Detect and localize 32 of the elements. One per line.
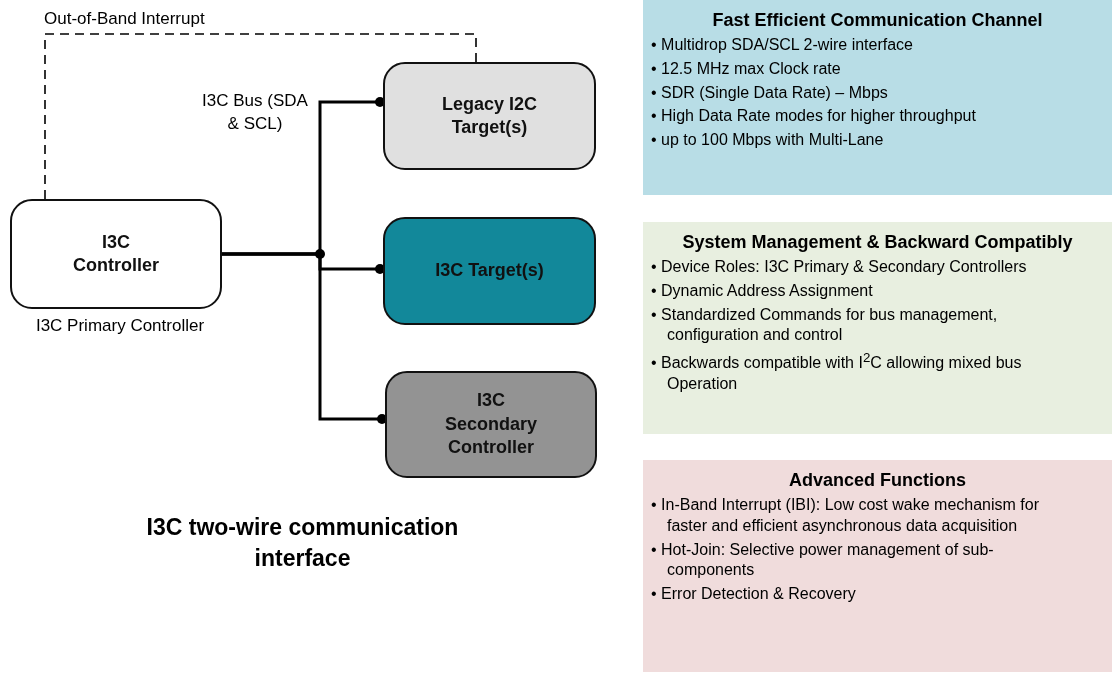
device-label: I3C Secondary Controller bbox=[443, 389, 538, 460]
node-caption: I3C Primary Controller bbox=[34, 316, 206, 336]
panel-heading: System Management & Backward Compatibly bbox=[681, 232, 1074, 253]
device-label: I3C Controller bbox=[72, 230, 160, 277]
device-box bbox=[385, 371, 597, 478]
bullet-item: • SDR (Single Data Rate) – Mbps bbox=[651, 82, 889, 103]
bullet-item: • In-Band Interrupt (IBI): Low cost wake mechanism for faster and efficient asynchronous data acquisition bbox=[651, 495, 1040, 536]
bus-line bbox=[222, 252, 387, 424]
feature-panel bbox=[643, 460, 1112, 672]
bullet-item: • 12.5 MHz max Clock rate bbox=[651, 58, 842, 79]
caption: I3C two-wire communication interface bbox=[145, 513, 460, 574]
bullet-item: • Multidrop SDA/SCL 2-wire interface bbox=[651, 35, 914, 55]
bullet-item: • High Data Rate modes for higher throughput bbox=[651, 106, 977, 127]
device-box bbox=[383, 217, 596, 325]
bullet-item: • Standardized Commands for bus management, configuration and control bbox=[651, 304, 999, 346]
device-box bbox=[383, 62, 596, 170]
bullet-item: • up to 100 Mbps with Multi-Lane bbox=[651, 130, 885, 151]
device-label: I3C Target(s) bbox=[435, 259, 544, 283]
feature-panel bbox=[643, 0, 1112, 195]
bullet-item: • Device Roles: I3C Primary & Secondary Controllers bbox=[651, 257, 1028, 277]
bullet-item: • Backwards compatible with I$^{2}$C allowing mixed bus Operation bbox=[651, 349, 1023, 395]
device-box bbox=[10, 199, 222, 309]
bullet-item: • Error Detection & Recovery bbox=[651, 584, 857, 605]
edge-label: Out-of-Band Interrupt bbox=[44, 8, 206, 30]
panel-heading: Fast Efficient Communication Channel bbox=[711, 10, 1044, 31]
device-label: Legacy I2C Target(s) bbox=[440, 92, 538, 139]
panel-heading: Advanced Functions bbox=[788, 470, 967, 491]
bullet-item: • Dynamic Address Assignment bbox=[651, 280, 874, 301]
feature-panel bbox=[643, 222, 1112, 434]
edge-label: I3C Bus (SDA & SCL) bbox=[201, 90, 309, 135]
bullet-item: • Hot-Join: Selective power management of sub-components bbox=[651, 539, 995, 581]
dashed-connector bbox=[44, 33, 477, 200]
